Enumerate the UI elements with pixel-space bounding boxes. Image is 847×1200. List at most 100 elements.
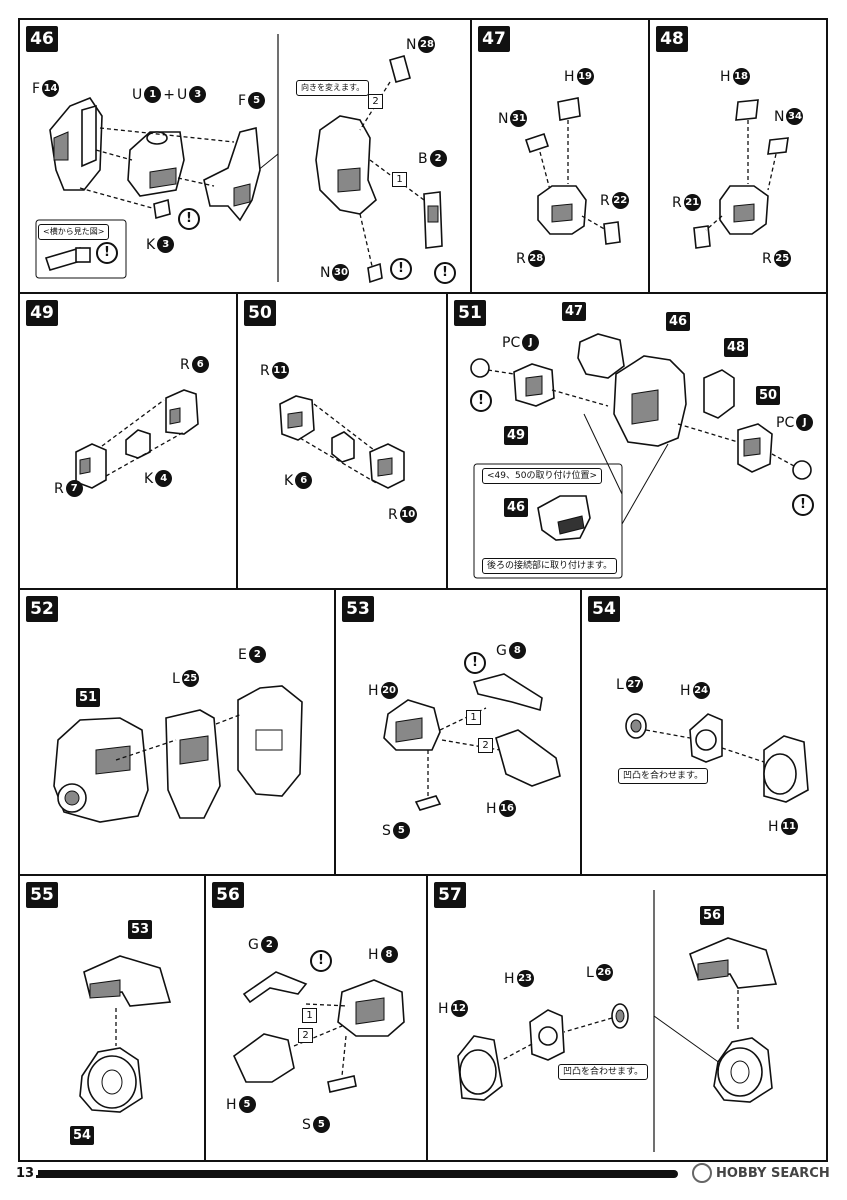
page-number: 13 <box>16 1166 35 1181</box>
step-number: 47 <box>478 26 510 52</box>
step-ref-53: 53 <box>128 920 153 939</box>
step-53-illustration <box>383 673 561 811</box>
warning-icon: ! <box>470 390 492 412</box>
warning-icon: ! <box>434 262 456 284</box>
step-52-illustration <box>53 685 303 823</box>
order-marker: 1 <box>466 710 481 725</box>
footer-brush-stroke <box>38 1170 678 1178</box>
warning-icon: ! <box>178 208 200 230</box>
step-55-panel: 55 53 54 <box>18 874 206 1162</box>
step-ref-48: 48 <box>724 338 749 357</box>
warning-icon: ! <box>390 258 412 280</box>
step-55-illustration <box>79 955 172 1113</box>
step-46-illustration <box>35 34 443 284</box>
align-note: 凹凸を合わせます。 <box>558 1064 649 1080</box>
side-view-note: <横から見た図> <box>38 224 110 240</box>
turn-direction-note: 向きを変えます。 <box>296 80 370 96</box>
step-number: 48 <box>656 26 688 52</box>
step-number: 53 <box>342 596 374 622</box>
step-49-illustration <box>75 389 199 489</box>
order-marker: 2 <box>368 94 383 109</box>
step-number: 50 <box>244 300 276 326</box>
step-number: 54 <box>588 596 620 622</box>
rear-connection-note: 後ろの接続部に取り付けます。 <box>482 558 618 574</box>
order-marker: 2 <box>298 1028 313 1043</box>
step-number: 57 <box>434 882 466 908</box>
step-ref-54: 54 <box>70 1126 95 1145</box>
step-50-illustration <box>279 395 405 489</box>
step-ref-46: 46 <box>666 312 691 331</box>
step-number: 55 <box>26 882 58 908</box>
watermark-logo-icon <box>692 1163 712 1183</box>
step-ref-51: 51 <box>76 688 101 707</box>
warning-icon: ! <box>792 494 814 516</box>
step-number: 52 <box>26 596 58 622</box>
mount-position-note: <49、50の取り付け位置> <box>482 468 602 484</box>
watermark-text: HOBBY SEARCH <box>716 1165 830 1181</box>
step-46-panel: 46 <box>18 18 472 294</box>
step-number: 56 <box>212 882 244 908</box>
warning-icon: ! <box>310 950 332 972</box>
step-number: 46 <box>26 26 58 52</box>
step-57-illustration <box>457 890 778 1152</box>
step-number: 49 <box>26 300 58 326</box>
order-marker: 1 <box>392 172 407 187</box>
warning-icon: ! <box>96 242 118 264</box>
order-marker: 1 <box>302 1008 317 1023</box>
step-ref-50: 50 <box>756 386 781 405</box>
warning-icon: ! <box>464 652 486 674</box>
step-48-illustration <box>693 99 789 249</box>
step-ref-49: 49 <box>504 426 529 445</box>
order-marker: 2 <box>478 738 493 753</box>
step-ref-46-detail: 46 <box>504 498 529 517</box>
align-note: 凹凸を合わせます。 <box>618 768 709 784</box>
step-47-illustration <box>524 97 621 245</box>
step-51-illustration <box>470 333 812 579</box>
